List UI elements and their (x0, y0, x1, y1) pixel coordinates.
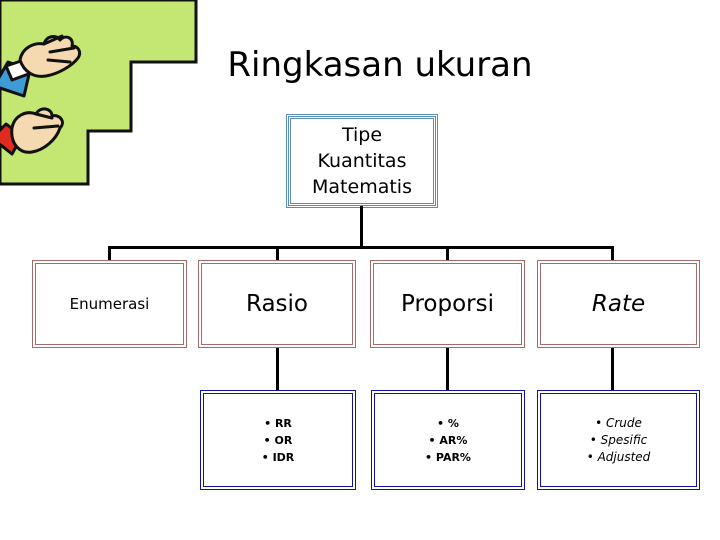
connector-rasio-to-items (276, 348, 279, 392)
node-label: Rasio (245, 291, 308, 317)
connector-bus-to-proporsi (446, 246, 449, 262)
cartoon-hands-icon (0, 0, 198, 186)
node-label-line-3: Matematis (312, 176, 412, 198)
node-label: Rate (591, 291, 646, 317)
bullet-item: • PAR% (425, 450, 471, 464)
bullet-item: • Crude (595, 415, 642, 430)
node-items-rasio[interactable]: • RR • OR • IDR (200, 390, 356, 490)
node-label-line-1: Tipe (341, 124, 383, 146)
node-label: Enumerasi (69, 295, 150, 313)
page-title: Ringkasan ukuran (227, 45, 533, 85)
node-rate[interactable]: Rate (537, 260, 700, 348)
bullet-item: • AR% (428, 433, 468, 447)
node-enumerasi[interactable]: Enumerasi (32, 260, 187, 348)
node-tipe-kuantitas-matematis[interactable]: Tipe Kuantitas Matematis (286, 114, 438, 208)
bullet-item: • OR (263, 433, 293, 447)
node-items-proporsi[interactable]: • % • AR% • PAR% (371, 390, 525, 490)
bullet-item: • Spesific (589, 432, 648, 447)
connector-root-down (360, 206, 363, 248)
connector-bus-to-enumerasi (108, 246, 111, 262)
node-label: Proporsi (401, 291, 494, 317)
connector-rate-to-items (611, 348, 614, 392)
bullet-item: • RR (264, 416, 292, 430)
bullet-list: • % • AR% • PAR% (425, 415, 471, 466)
node-label: Tipe Kuantitas Matematis (312, 122, 412, 200)
connector-bus-to-rate (611, 246, 614, 262)
bullet-item: • IDR (261, 450, 295, 464)
bullet-item: • % (437, 416, 459, 430)
bullet-item: • Adjusted (586, 449, 651, 464)
connector-bus-to-rasio (276, 246, 279, 262)
connector-horizontal-bus (108, 246, 614, 249)
node-proporsi[interactable]: Proporsi (370, 260, 525, 348)
bullet-list: • RR • OR • IDR (262, 415, 295, 466)
node-rasio[interactable]: Rasio (198, 260, 356, 348)
node-label-line-2: Kuantitas (317, 150, 407, 172)
node-items-rate[interactable]: • Crude • Spesific • Adjusted (537, 390, 700, 490)
bullet-list: • Crude • Spesific • Adjusted (587, 415, 651, 466)
clipart-decoration (0, 0, 210, 190)
connector-proporsi-to-items (446, 348, 449, 392)
